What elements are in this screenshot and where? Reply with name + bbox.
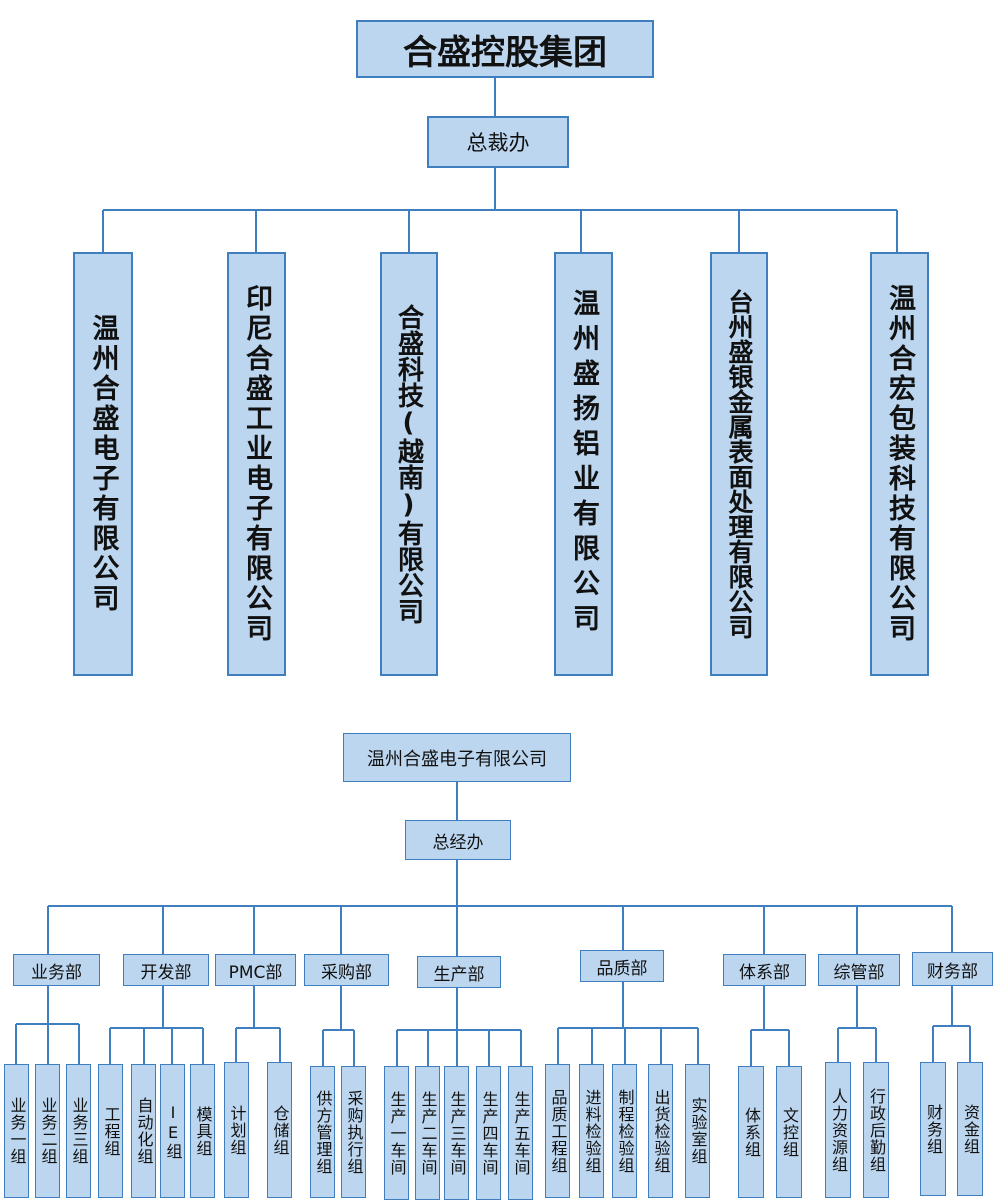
group-label: 供方管理组 <box>313 1089 333 1175</box>
company-box: 合盛科技(越南)有限公司 <box>380 252 438 676</box>
group-box: 财务组 <box>920 1062 946 1196</box>
group-box: 生产一车间 <box>384 1066 409 1200</box>
group-box: 供方管理组 <box>310 1066 335 1198</box>
company-box: 温州盛扬铝业有限公司 <box>554 252 613 676</box>
group-box: 品质工程组 <box>545 1064 570 1198</box>
group-box: 行政后勤组 <box>863 1062 889 1198</box>
group-box: 自动化组 <box>131 1064 156 1198</box>
group-box: 文控组 <box>776 1066 802 1198</box>
group-label: 人力资源组 <box>829 1087 848 1173</box>
group-label: 生产一车间 <box>387 1090 407 1176</box>
group-box: 业务二组 <box>35 1064 60 1198</box>
dept-box: 开发部 <box>123 954 209 986</box>
group-box: 体系组 <box>738 1066 764 1198</box>
group-label: 业务一组 <box>7 1097 27 1165</box>
group-label: 模具组 <box>193 1105 213 1157</box>
subsidiary-root-label: 温州合盛电子有限公司 <box>367 748 547 770</box>
company-box: 印尼合盛工业电子有限公司 <box>227 252 286 676</box>
general-office-box: 总经办 <box>405 820 511 860</box>
company-box: 温州合宏包装科技有限公司 <box>870 252 929 676</box>
group-label: 制程检验组 <box>615 1088 635 1174</box>
group-label: 文控组 <box>780 1106 799 1158</box>
group-label: 业务二组 <box>38 1097 58 1165</box>
company-label: 温州盛扬铝业有限公司 <box>568 289 599 639</box>
group-box: 业务一组 <box>4 1064 29 1198</box>
dept-label: 综管部 <box>833 962 885 983</box>
group-box: 资金组 <box>957 1062 983 1196</box>
group-label: 业务三组 <box>69 1097 89 1165</box>
group-label: 计划组 <box>227 1104 247 1156</box>
group-box: 工程组 <box>98 1064 123 1198</box>
group-box: 业务三组 <box>66 1064 91 1198</box>
group-root-label: 合盛控股集团 <box>403 32 607 73</box>
company-box: 温州合盛电子有限公司 <box>73 252 133 676</box>
group-box: 人力资源组 <box>825 1062 851 1198</box>
group-label: 自动化组 <box>134 1097 154 1165</box>
group-label: 生产三车间 <box>447 1090 467 1176</box>
group-label: 体系组 <box>742 1106 761 1158</box>
group-box: IE组 <box>160 1064 185 1198</box>
dept-box: 业务部 <box>13 954 100 986</box>
group-box: 进料检验组 <box>579 1064 604 1198</box>
group-box: 出货检验组 <box>648 1064 673 1198</box>
dept-label: PMC部 <box>228 962 283 983</box>
group-label: 品质工程组 <box>548 1088 568 1174</box>
group-label: 采购执行组 <box>344 1089 364 1175</box>
group-label: 行政后勤组 <box>867 1087 886 1173</box>
group-box: 生产四车间 <box>476 1066 501 1200</box>
group-box: 实验室组 <box>685 1064 710 1198</box>
dept-box: PMC部 <box>215 954 296 986</box>
company-label: 台州盛银金属表面处理有限公司 <box>725 289 754 639</box>
company-label: 合盛科技(越南)有限公司 <box>393 304 424 624</box>
group-label: 出货检验组 <box>651 1088 671 1174</box>
group-label: 仓储组 <box>270 1104 290 1156</box>
group-label: 生产五车间 <box>511 1090 531 1176</box>
company-box: 台州盛银金属表面处理有限公司 <box>710 252 768 676</box>
dept-box: 品质部 <box>580 950 664 982</box>
company-label: 印尼合盛工业电子有限公司 <box>241 284 272 644</box>
group-label: 工程组 <box>101 1105 121 1157</box>
dept-box: 综管部 <box>818 954 900 986</box>
dept-box: 财务部 <box>912 952 993 986</box>
group-label: 实验室组 <box>688 1097 708 1165</box>
group-label: 进料检验组 <box>582 1088 602 1174</box>
general-office-label: 总经办 <box>432 832 484 853</box>
dept-label: 财务部 <box>927 961 978 982</box>
dept-label: 业务部 <box>31 962 82 983</box>
group-box: 模具组 <box>190 1064 215 1198</box>
group-box: 采购执行组 <box>341 1066 366 1198</box>
group-label: 财务组 <box>924 1103 943 1155</box>
group-box: 计划组 <box>224 1062 249 1198</box>
subsidiary-root-box: 温州合盛电子有限公司 <box>343 733 571 782</box>
president-office-label: 总裁办 <box>466 131 530 155</box>
group-box: 制程检验组 <box>612 1064 637 1198</box>
company-label: 温州合宏包装科技有限公司 <box>884 284 915 644</box>
dept-box: 采购部 <box>304 954 389 986</box>
group-box: 仓储组 <box>267 1062 292 1198</box>
dept-label: 体系部 <box>739 962 790 983</box>
dept-box: 体系部 <box>723 954 806 986</box>
group-root-box: 合盛控股集团 <box>356 20 654 78</box>
group-box: 生产五车间 <box>508 1066 533 1200</box>
dept-label: 开发部 <box>140 962 192 983</box>
dept-label: 采购部 <box>321 962 372 983</box>
group-label: 生产四车间 <box>479 1090 499 1176</box>
dept-label: 品质部 <box>596 958 648 979</box>
group-label: 资金组 <box>961 1103 980 1155</box>
group-box: 生产二车间 <box>415 1066 440 1200</box>
group-box: 生产三车间 <box>444 1066 469 1200</box>
company-label: 温州合盛电子有限公司 <box>87 314 119 614</box>
president-office-box: 总裁办 <box>427 116 569 168</box>
group-label: 生产二车间 <box>418 1090 438 1176</box>
dept-box: 生产部 <box>417 956 501 988</box>
group-label: IE组 <box>163 1102 183 1160</box>
dept-label: 生产部 <box>433 964 485 985</box>
